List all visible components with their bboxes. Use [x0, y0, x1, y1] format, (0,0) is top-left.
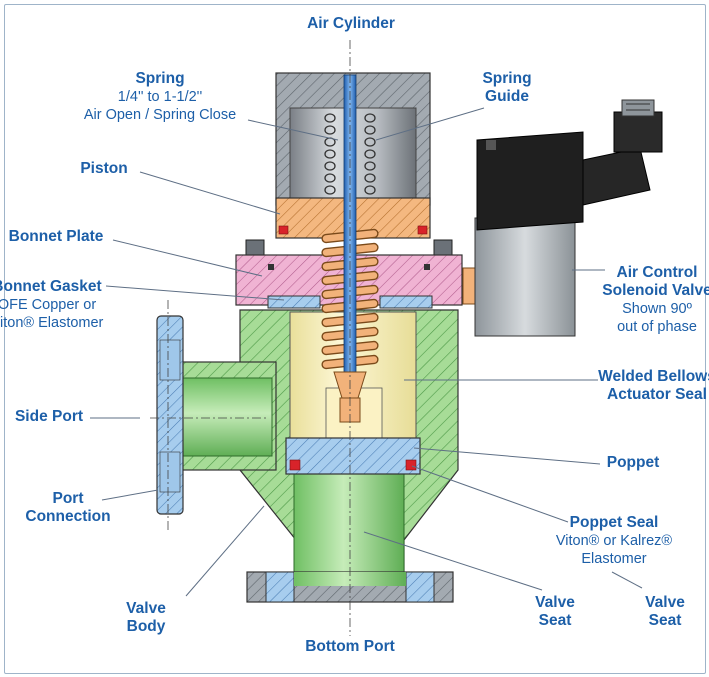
guide-spring-coil	[364, 173, 376, 183]
guide-spring-coil	[364, 137, 376, 147]
label-port-connection: Port Connection	[25, 490, 111, 525]
label-bonnet-plate: Bonnet Plate	[8, 228, 104, 245]
guide-spring-coil	[364, 161, 376, 171]
label-bonnet-gasket: Bonnet Gasket OFE Copper or Viton® Elast…	[0, 278, 104, 331]
guide-spring-coil	[324, 149, 336, 159]
label-valve-body: Valve Body	[126, 600, 166, 635]
guide-spring-coil	[324, 173, 336, 183]
bonnet-bolts	[245, 239, 453, 257]
guide-spring-coil	[324, 113, 336, 123]
centerlines	[150, 40, 351, 636]
label-bottom-port: Bottom Port	[305, 638, 395, 655]
label-valve-seat-right: Valve Seat	[645, 594, 685, 629]
label-air-control-solenoid: Air Control Solenoid Valve Shown 90º out…	[602, 264, 709, 335]
solenoid-valve-shape	[462, 99, 663, 337]
label-poppet-seal: Poppet Seal Viton® or Kalrez® Elastomer	[555, 514, 673, 567]
label-spring: Spring 1/4'' to 1-1/2'' Air Open / Sprin…	[83, 70, 237, 123]
guide-spring-coil	[324, 185, 336, 195]
label-air-cylinder: Air Cylinder	[307, 15, 395, 32]
bonnet-gasket-shape	[267, 295, 433, 309]
label-spring-guide: Spring Guide	[482, 70, 532, 105]
label-valve-seat-left: Valve Seat	[535, 594, 575, 629]
leader-lines	[90, 107, 643, 597]
guide-spring-coil	[324, 161, 336, 171]
guide-spring-coil	[324, 125, 336, 135]
guide-spring-coil	[364, 149, 376, 159]
poppet-shape	[285, 437, 421, 475]
label-poppet: Poppet	[606, 454, 660, 471]
guide-spring-coil	[364, 113, 376, 123]
side-port-flange	[156, 315, 184, 515]
guide-spring-coil	[364, 185, 376, 195]
actuator-rod	[333, 74, 367, 423]
label-side-port: Side Port	[14, 408, 84, 425]
guide-spring-coil	[364, 125, 376, 135]
label-welded-bellows: Welded Bellows Actuator Seal	[598, 368, 709, 403]
label-piston: Piston	[80, 160, 128, 177]
